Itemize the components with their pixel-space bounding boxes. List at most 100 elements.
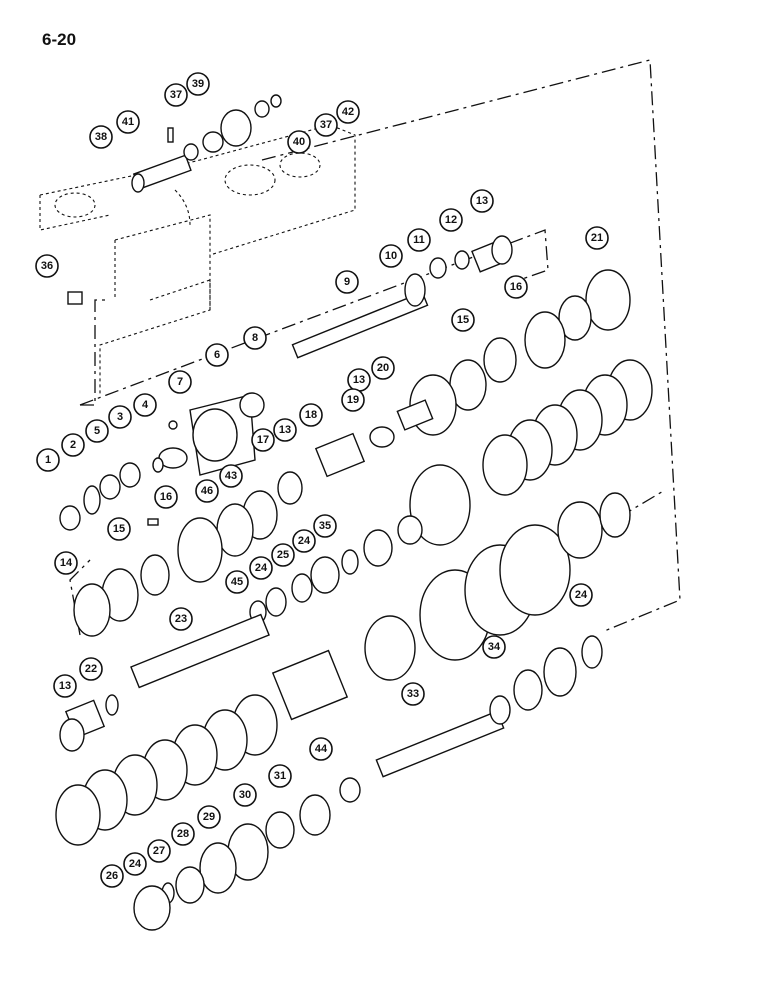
bearing-13d bbox=[59, 718, 85, 752]
gear-21 bbox=[585, 269, 631, 331]
output-shaft-33 bbox=[375, 710, 505, 778]
clutch-pack-lower bbox=[55, 492, 631, 846]
callout-number: 37 bbox=[170, 89, 182, 101]
output-shaft-group bbox=[375, 635, 603, 778]
callout-circle bbox=[313, 514, 337, 538]
callout-number: 24 bbox=[255, 562, 268, 574]
bushing-18 bbox=[314, 432, 366, 478]
bushing-30 bbox=[265, 811, 295, 849]
callout-c15a: 15 bbox=[451, 308, 475, 332]
callout-number: 16 bbox=[510, 281, 522, 293]
callout-number: 27 bbox=[153, 845, 165, 857]
clutch-hub bbox=[271, 649, 349, 721]
needle-bearing bbox=[202, 131, 224, 153]
callout-number: 4 bbox=[142, 399, 149, 411]
callout-number: 33 bbox=[407, 688, 419, 700]
callout-number: 29 bbox=[203, 811, 215, 823]
callout-number: 11 bbox=[413, 234, 425, 246]
callout-c1: 1 bbox=[36, 448, 60, 472]
callout-circle bbox=[100, 864, 124, 888]
callout-number: 5 bbox=[94, 425, 100, 437]
upper-synchro-cluster bbox=[396, 269, 631, 436]
callout-circle bbox=[147, 839, 171, 863]
callout-circle bbox=[219, 464, 243, 488]
callout-number: 30 bbox=[239, 789, 251, 801]
callout-number: 12 bbox=[445, 214, 457, 226]
callout-circle bbox=[233, 783, 257, 807]
idler-gear bbox=[220, 109, 252, 147]
callout-c9: 9 bbox=[335, 270, 359, 294]
seal-8 bbox=[239, 392, 265, 418]
callout-number: 8 bbox=[252, 332, 258, 344]
callout-number: 31 bbox=[274, 770, 286, 782]
callout-number: 13 bbox=[476, 195, 488, 207]
callout-circle bbox=[371, 356, 395, 380]
callout-c45: 45 bbox=[225, 570, 249, 594]
callout-c11: 11 bbox=[407, 228, 431, 252]
callout-c13b: 13 bbox=[347, 368, 371, 392]
callout-c15b: 15 bbox=[107, 517, 131, 541]
callout-c29: 29 bbox=[197, 805, 221, 829]
callout-c31: 31 bbox=[268, 764, 292, 788]
callout-number: 13 bbox=[279, 424, 291, 436]
input-shaft bbox=[291, 291, 429, 359]
callout-circle bbox=[585, 226, 609, 250]
callout-c10: 10 bbox=[379, 244, 403, 268]
callout-number: 24 bbox=[575, 589, 588, 601]
callout-number: 14 bbox=[60, 557, 73, 569]
mainshaft-group bbox=[59, 613, 270, 752]
callout-number: 15 bbox=[457, 314, 469, 326]
callout-number: 45 bbox=[231, 576, 243, 588]
callout-c13d: 13 bbox=[53, 674, 77, 698]
callout-circle bbox=[186, 72, 210, 96]
callout-number: 24 bbox=[298, 535, 311, 547]
callout-number: 19 bbox=[347, 394, 359, 406]
callout-c37b: 37 bbox=[314, 113, 338, 137]
callout-circle bbox=[287, 130, 311, 154]
callout-circle bbox=[314, 113, 338, 137]
callout-c20: 20 bbox=[371, 356, 395, 380]
callout-number: 16 bbox=[160, 491, 172, 503]
callout-number: 41 bbox=[122, 116, 134, 128]
callout-c14: 14 bbox=[54, 551, 78, 575]
callout-c36: 36 bbox=[35, 254, 59, 278]
callout-number: 24 bbox=[129, 858, 142, 870]
callout-circle bbox=[407, 228, 431, 252]
callout-c28: 28 bbox=[171, 822, 195, 846]
clutch-drum bbox=[409, 464, 471, 546]
clutch-pack-upper bbox=[397, 359, 653, 546]
callout-circle bbox=[401, 682, 425, 706]
callout-circle bbox=[243, 326, 267, 350]
callout-circle bbox=[79, 657, 103, 681]
callout-circle bbox=[379, 244, 403, 268]
callout-c12: 12 bbox=[439, 208, 463, 232]
nut-1 bbox=[59, 505, 81, 531]
callout-c39: 39 bbox=[186, 72, 210, 96]
callout-circle bbox=[439, 208, 463, 232]
callout-c8: 8 bbox=[243, 326, 267, 350]
callout-circle bbox=[107, 517, 131, 541]
callout-circle bbox=[36, 448, 60, 472]
callout-circle bbox=[335, 270, 359, 294]
callout-c38: 38 bbox=[89, 125, 113, 149]
callout-circle bbox=[225, 570, 249, 594]
callout-number: 39 bbox=[192, 78, 204, 90]
callout-number: 13 bbox=[353, 374, 365, 386]
bushing-44 bbox=[339, 777, 361, 803]
callout-circle bbox=[251, 428, 275, 452]
callout-circle bbox=[249, 556, 273, 580]
callout-number: 15 bbox=[113, 523, 125, 535]
lockwasher-2 bbox=[83, 485, 101, 515]
callout-circle bbox=[123, 852, 147, 876]
front-housing-group bbox=[59, 392, 265, 531]
mainshaft-23 bbox=[130, 613, 270, 689]
callout-c13c: 13 bbox=[273, 418, 297, 442]
callout-c3: 3 bbox=[108, 405, 132, 429]
bearing-27 bbox=[175, 866, 205, 904]
callout-number: 21 bbox=[591, 232, 603, 244]
callout-number: 38 bbox=[95, 131, 107, 143]
callout-circle bbox=[85, 419, 109, 443]
callout-circle bbox=[154, 485, 178, 509]
callout-circle bbox=[197, 805, 221, 829]
